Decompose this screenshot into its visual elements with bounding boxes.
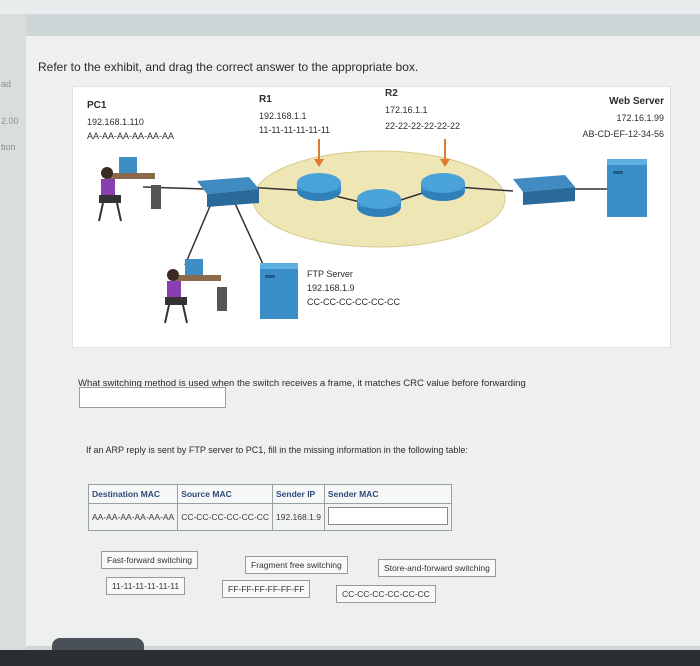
web-server-mac: AB-CD-EF-12-34-56: [582, 129, 664, 139]
top-bar: [0, 0, 700, 14]
ftp-server-ip: 192.168.1.9: [307, 283, 355, 293]
switch-icon: [197, 177, 259, 207]
arp-question: If an ARP reply is sent by FTP server to…: [86, 445, 468, 455]
cell-source-mac: CC-CC-CC-CC-CC-CC: [177, 503, 274, 531]
answer-mac-cc[interactable]: CC-CC-CC-CC-CC-CC: [336, 585, 436, 603]
answer-fragment-free[interactable]: Fragment free switching: [245, 556, 348, 574]
sidebar-fragment: 2.00: [1, 116, 19, 126]
left-strip: ad 2.00 tion: [0, 14, 26, 666]
r1-name: R1: [259, 94, 272, 105]
table-header-row: Destination MAC Source MAC Sender IP Sen…: [87, 484, 452, 504]
r1-ip: 192.168.1.1: [259, 111, 307, 121]
r1-mac: 11-11-11-11-11-11: [259, 125, 331, 135]
header-sender-ip: Sender IP: [272, 484, 325, 504]
switching-answer-drop-box[interactable]: [79, 387, 226, 408]
server-icon: [607, 159, 647, 217]
network-exhibit: PC1 192.168.1.110 AA-AA-AA-AA-AA-AA R1 1…: [72, 86, 671, 348]
ftp-server-mac: CC-CC-CC-CC-CC-CC: [307, 297, 400, 307]
question-text: Refer to the exhibit, and drag the corre…: [38, 60, 419, 74]
switching-question: What switching method is used when the s…: [78, 378, 526, 389]
header-sender-mac: Sender MAC: [323, 484, 452, 504]
topology-diagram: [98, 139, 647, 324]
switch-icon: [513, 175, 575, 205]
answer-mac-ff[interactable]: FF-FF-FF-FF-FF-FF: [222, 580, 311, 598]
link: [184, 198, 214, 266]
table-row: AA-AA-AA-AA-AA-AA CC-CC-CC-CC-CC-CC 192.…: [87, 503, 452, 531]
router-icon: [357, 189, 401, 217]
pc-workstation-icon: [98, 157, 161, 222]
header-source-mac: Source MAC: [177, 484, 274, 504]
link: [232, 198, 268, 274]
cell-sender-ip: 192.168.1.9: [272, 503, 325, 531]
cell-sender-mac: [323, 503, 452, 531]
bottom-bar: [0, 650, 700, 666]
web-server-name: Web Server: [609, 96, 664, 107]
header-destination-mac: Destination MAC: [87, 484, 179, 504]
r2-mac: 22-22-22-22-22-22: [385, 121, 461, 131]
sender-mac-drop-box[interactable]: [327, 507, 448, 525]
arrow-icon: [440, 139, 450, 167]
pc-workstation-icon: [164, 259, 227, 324]
pc1-name: PC1: [87, 100, 107, 111]
pc1-mac: AA-AA-AA-AA-AA-AA: [87, 131, 175, 141]
answer-store-and-forward[interactable]: Store-and-forward switching: [378, 559, 496, 577]
ftp-server-name: FTP Server: [307, 269, 353, 279]
answer-mac-11[interactable]: 11-11-11-11-11-11: [106, 577, 186, 595]
web-server-ip: 172.16.1.99: [616, 113, 664, 123]
arp-table: Destination MAC Source MAC Sender IP Sen…: [87, 484, 452, 531]
answer-fast-forward[interactable]: Fast-forward switching: [101, 551, 199, 569]
r2-name: R2: [385, 88, 398, 99]
link: [456, 186, 514, 192]
cell-destination-mac: AA-AA-AA-AA-AA-AA: [87, 503, 179, 531]
server-icon: [260, 263, 298, 319]
router-icon: [297, 173, 341, 201]
arrow-icon: [314, 139, 324, 167]
router-icon: [421, 173, 465, 201]
sidebar-fragment: ad: [1, 79, 12, 89]
pc1-ip: 192.168.1.110: [87, 117, 144, 127]
sidebar-fragment: tion: [1, 142, 16, 152]
r2-ip: 172.16.1.1: [385, 105, 428, 115]
